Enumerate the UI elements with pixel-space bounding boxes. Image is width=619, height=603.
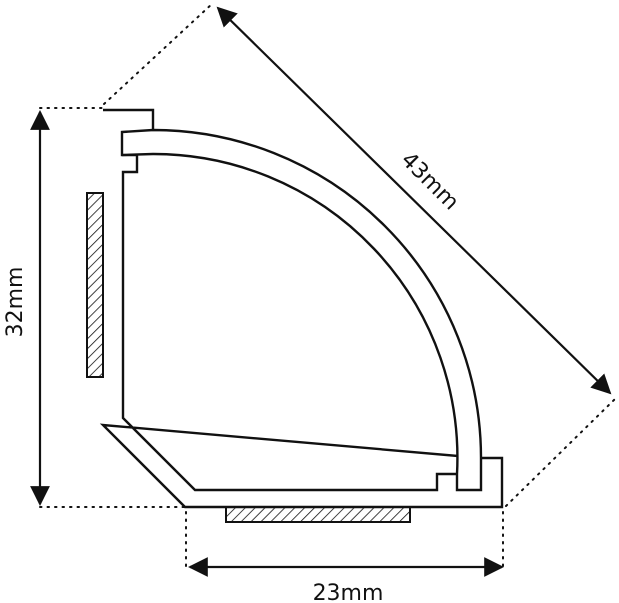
left-adhesive-pad (86, 192, 104, 378)
diagonal-dimension-arrow (216, 6, 612, 395)
height-label: 32mm (3, 267, 28, 338)
extension-lines (39, 2, 617, 567)
diffuser-cover (120, 128, 483, 492)
bottom-adhesive-pad (225, 506, 411, 523)
profile-body (99, 108, 504, 509)
diagonal-label: 43mm (396, 148, 464, 216)
width-label: 23mm (313, 581, 384, 603)
